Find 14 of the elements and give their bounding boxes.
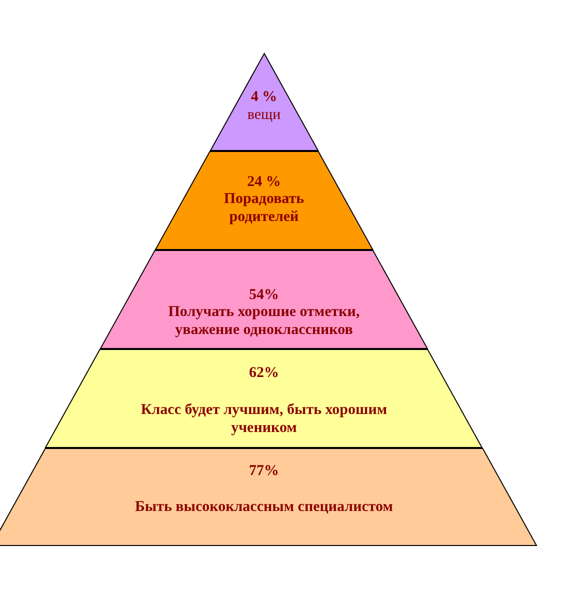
percentage-label: 77%: [249, 462, 279, 480]
pyramid-tier: [100, 250, 428, 349]
tier-label: Получать хорошие отметки, уважение одноклассников: [167, 303, 361, 339]
tier-label: вещи: [247, 106, 281, 124]
tier-label: Порадовать родителей: [222, 190, 306, 226]
pyramid-tier: [154, 151, 374, 250]
percentage-label: 62%: [248, 364, 279, 382]
percentage-label: 4 %: [250, 88, 278, 106]
percentage-label: 54%: [248, 286, 279, 304]
tier-label: Быть высококлассным специалистом: [135, 498, 393, 516]
tier-label: Класс будет лучшим, быть хорошим учеником: [140, 401, 388, 437]
percentage-label: 24 %: [247, 173, 281, 191]
pyramid-tier: [45, 349, 483, 448]
pyramid-tier: [0, 448, 537, 546]
